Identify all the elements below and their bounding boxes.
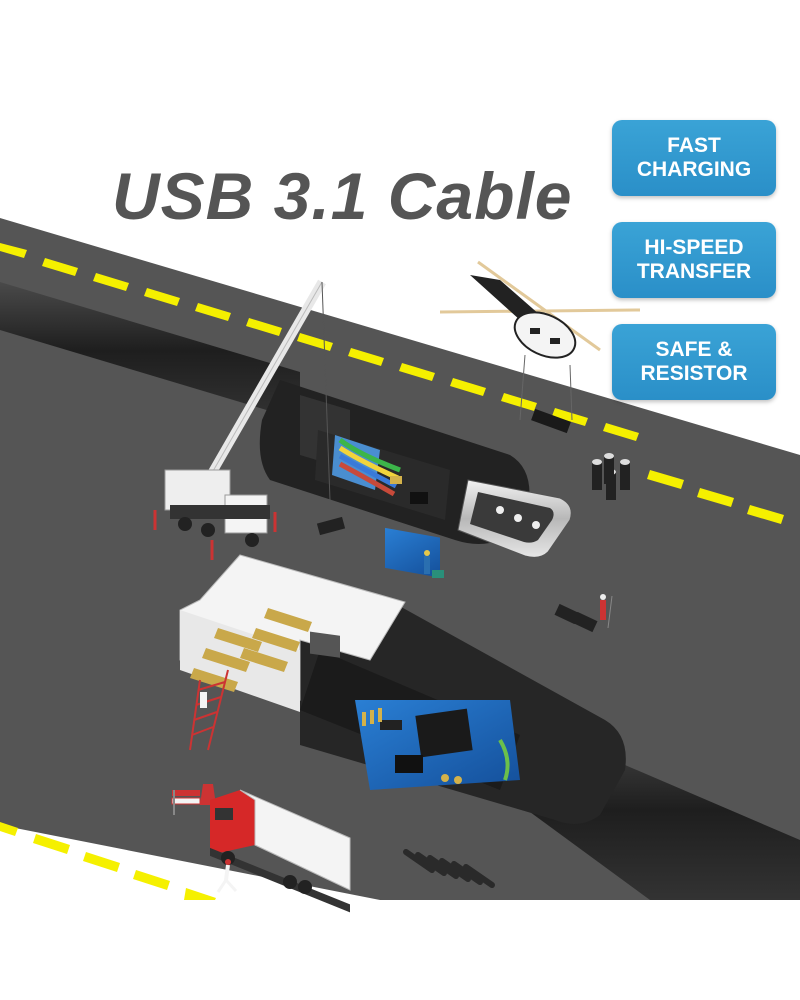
crane: [153, 279, 346, 560]
chips-worker: [554, 594, 613, 633]
cable-upper: [0, 282, 300, 420]
lane-markings-bottom: [0, 822, 216, 900]
badge-line-2: TRANSFER: [636, 260, 752, 283]
worker-compactor: [424, 550, 444, 578]
badge-line-2: CHARGING: [636, 158, 752, 181]
badge-line-2: RESISTOR: [640, 362, 748, 385]
badge-line-1: HI-SPEED: [644, 236, 744, 259]
metal-pins: [403, 849, 495, 888]
feature-badge-hi-speed-transfer: HI-SPEED TRANSFER: [612, 222, 776, 298]
product-title: USB 3.1 Cable: [112, 159, 573, 233]
lane-markings-top: [0, 243, 784, 524]
badge-line-1: FAST: [667, 134, 721, 157]
badge-line-1: SAFE &: [655, 338, 733, 361]
feature-badge-safe-resistor: SAFE & RESISTOR: [612, 324, 776, 400]
feature-badge-fast-charging: FAST CHARGING: [612, 120, 776, 196]
usb-a-connector: [179, 554, 626, 824]
walking-worker: [216, 859, 238, 893]
capacitors: [592, 453, 630, 500]
ladder-worker: [189, 669, 229, 751]
helicopter: [439, 260, 641, 434]
truck: [210, 789, 351, 913]
climbing-worker: [200, 692, 207, 708]
